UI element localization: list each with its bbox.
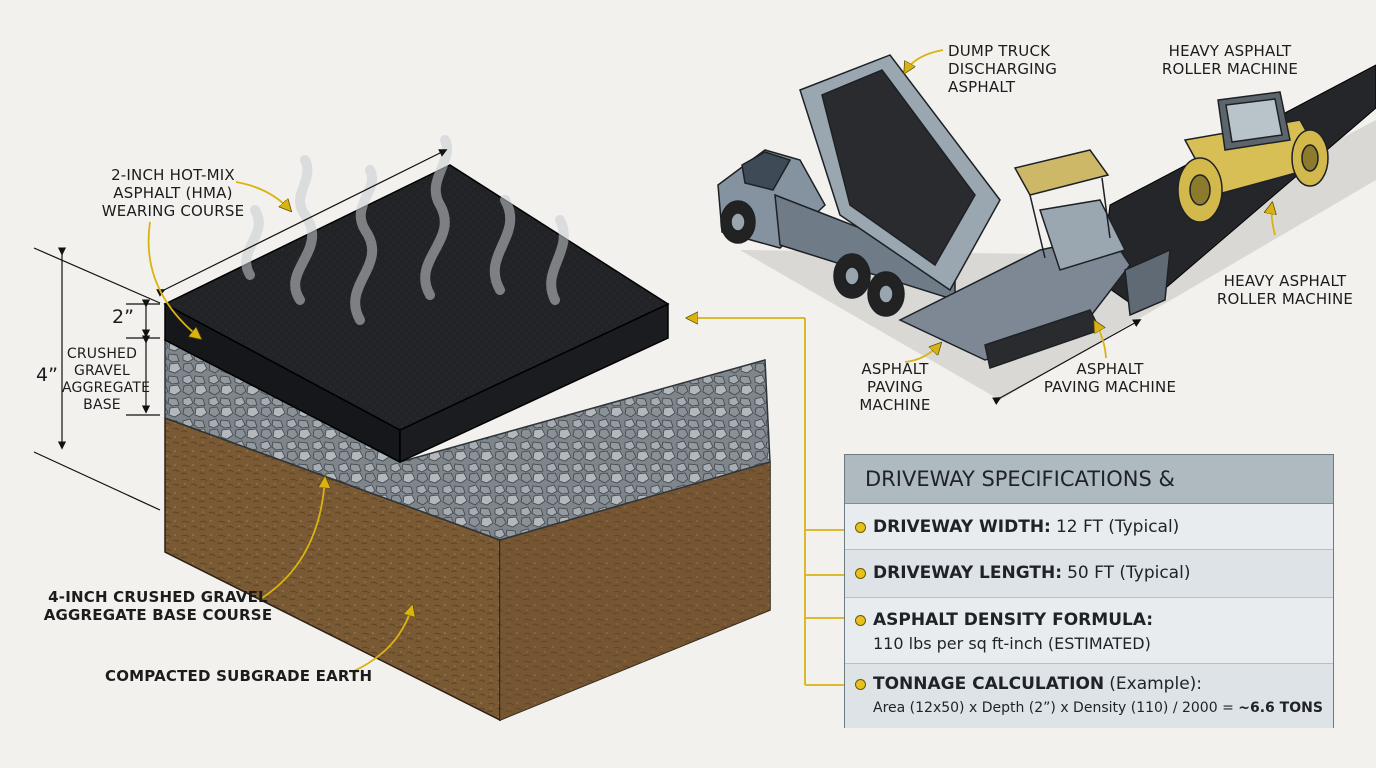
label-line: CRUSHED <box>66 346 138 362</box>
paving-equipment-scene <box>717 54 1376 405</box>
spec-row-tonnage: TONNAGE CALCULATION (Example): Area (12x… <box>845 664 1333 728</box>
spec-value: 50 FT (Typical) <box>1067 563 1191 583</box>
label-line: AGGREGATE <box>62 380 151 396</box>
label-line: ROLLER MACHINE <box>1161 60 1299 78</box>
label-line: DISCHARGING <box>948 60 1058 78</box>
leader-lines <box>147 49 1275 686</box>
label-line: HEAVY ASPHALT <box>1223 272 1347 290</box>
label-base-course: 4-INCH CRUSHED GRAVEL AGGREGATE BASE COU… <box>38 588 278 624</box>
label-line: 2-INCH HOT-MIX <box>111 166 235 184</box>
spec-formula: Area (12x50) x Depth (2”) x Density (110… <box>873 700 1333 716</box>
label-roller-top: HEAVY ASPHALT ROLLER MACHINE <box>1150 42 1310 78</box>
specifications-title: DRIVEWAY SPECIFICATIONS & CALCULATIONS <box>845 455 1333 539</box>
spec-key: TONNAGE CALCULATION <box>873 674 1105 694</box>
dim-total-thickness: 4” <box>36 364 58 386</box>
label-line: 4-INCH CRUSHED GRAVEL <box>48 588 268 606</box>
spec-row-length: DRIVEWAY LENGTH: 50 FT (Typical) <box>845 550 1333 598</box>
bullet-dot <box>855 522 866 533</box>
spec-value: 110 lbs per sq ft-inch (ESTIMATED) <box>873 634 1151 653</box>
label-roller-side: HEAVY ASPHALT ROLLER MACHINE <box>1205 272 1365 308</box>
label-hma-wearing-course: 2-INCH HOT-MIX ASPHALT (HMA) WEARING COU… <box>93 166 253 220</box>
specifications-panel: DRIVEWAY SPECIFICATIONS & CALCULATIONS D… <box>844 454 1334 728</box>
label-line: ASPHALT <box>1076 360 1144 378</box>
label-line: BASE <box>83 397 121 413</box>
spec-note: (Example): <box>1109 674 1203 694</box>
label-line: ROLLER MACHINE <box>1216 290 1354 308</box>
spec-key: DRIVEWAY LENGTH: <box>873 563 1062 583</box>
label-line: AGGREGATE BASE COURSE <box>43 606 273 624</box>
label-crushed-gravel-base: CRUSHED GRAVEL AGGREGATE BASE <box>62 346 150 414</box>
label-paver-left: ASPHALT PAVING MACHINE <box>830 360 960 414</box>
spec-key: DRIVEWAY WIDTH: <box>873 517 1051 537</box>
label-line: PAVING MACHINE <box>859 378 931 414</box>
dump-truck <box>717 54 1001 317</box>
formula-result: ~6.6 TONS <box>1238 700 1323 716</box>
spec-value: 12 FT (Typical) <box>1055 517 1180 537</box>
dimension-lines <box>33 149 448 511</box>
label-line: WEARING COURSE <box>101 202 245 220</box>
label-subgrade: COMPACTED SUBGRADE EARTH <box>105 667 373 685</box>
label-line: HEAVY ASPHALT <box>1168 42 1292 60</box>
label-line: DUMP TRUCK <box>948 42 1051 60</box>
bullet-dot <box>855 615 866 626</box>
label-paver-right: ASPHALT PAVING MACHINE <box>1040 360 1180 396</box>
label-line: PAVING MACHINE <box>1043 378 1177 396</box>
pavement-cross-section <box>163 135 771 722</box>
bullet-dot <box>855 679 866 690</box>
formula-text: Area (12x50) x Depth (2”) x Density (110… <box>873 700 1234 716</box>
label-line: ASPHALT (HMA) <box>113 184 233 202</box>
label-line: ASPHALT <box>948 78 1016 96</box>
label-line: GRAVEL <box>73 363 131 379</box>
spec-key: ASPHALT DENSITY FORMULA: <box>873 610 1154 630</box>
spec-row-width: DRIVEWAY WIDTH: 12 FT (Typical) <box>845 504 1333 550</box>
heavy-asphalt-roller <box>1177 91 1329 223</box>
dim-asphalt-thickness: 2” <box>112 306 134 328</box>
spec-row-density: ASPHALT DENSITY FORMULA: 110 lbs per sq … <box>845 598 1333 664</box>
bullet-dot <box>855 568 866 579</box>
label-line: ASPHALT <box>861 360 929 378</box>
label-dump-truck: DUMP TRUCK DISCHARGING ASPHALT <box>948 42 1057 96</box>
